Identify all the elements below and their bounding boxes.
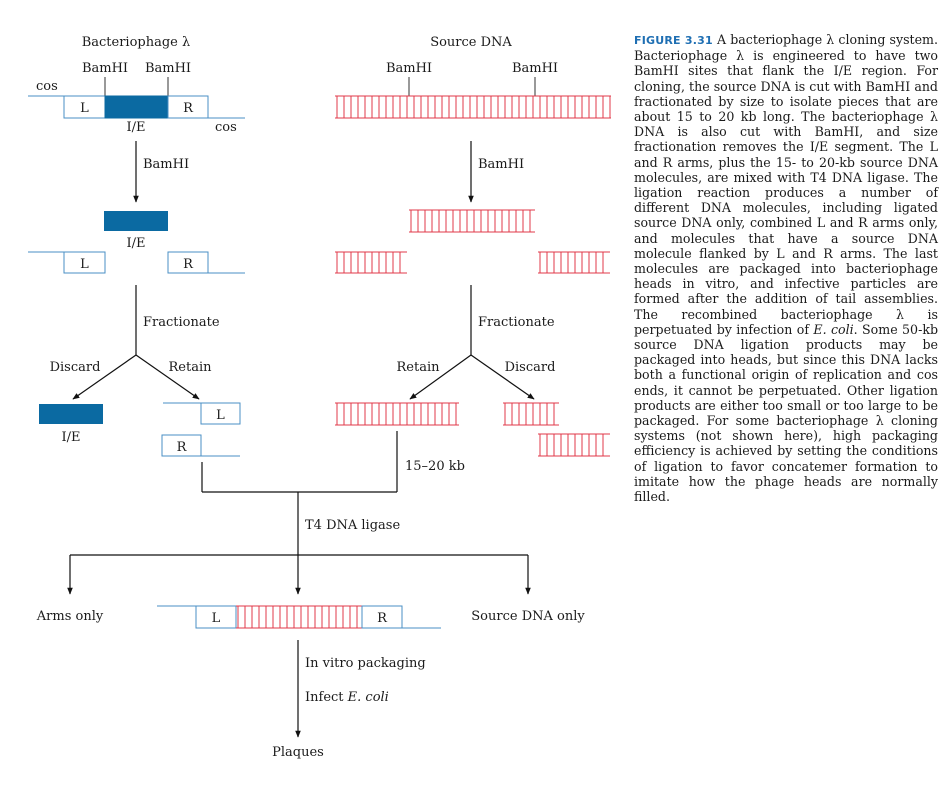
recombinant-insert (236, 605, 362, 629)
cut-right-arm-label: R (183, 257, 194, 272)
ie-fragment (104, 211, 168, 231)
cloning-diagram: Bacteriophage λ BamHI BamHI cos cos L R … (28, 35, 611, 760)
infect-prefix: Infect (305, 690, 348, 705)
plaques-label: Plaques (272, 745, 324, 760)
source-only-label: Source DNA only (471, 609, 585, 624)
arms-only-label: Arms only (36, 609, 104, 624)
phage-title: Bacteriophage λ (82, 35, 191, 50)
left-arm-label: L (80, 101, 89, 116)
source-title: Source DNA (430, 35, 512, 50)
source-right-fragment (538, 251, 610, 274)
bamhi-source-label-2: BamHI (512, 61, 558, 76)
cut-arms: L R (28, 251, 245, 274)
lambda-genome: L R (28, 95, 245, 119)
right-arm-label: R (183, 101, 194, 116)
fractionate-label-right: Fractionate (478, 315, 555, 330)
retain-label-right: Retain (397, 360, 441, 375)
infect-label: Infect E. coli (305, 690, 389, 705)
recombinant-left-label: L (212, 611, 221, 626)
ie-region-box (104, 95, 169, 119)
discard-label-right: Discard (505, 360, 556, 375)
retained-right-arm-label: R (177, 440, 188, 455)
discarded-ie-fragment (39, 404, 103, 424)
ligase-label: T4 DNA ligase (305, 518, 400, 533)
ie-fragment-label: I/E (126, 236, 145, 251)
source-dna-full (335, 95, 611, 119)
cos-left-label: cos (36, 79, 58, 94)
bamhi-step-right: BamHI (478, 157, 524, 172)
ie-label: I/E (126, 120, 145, 135)
recombinant-molecule: L R (157, 605, 441, 629)
caption-text-2: . Some 50-kb source DNA ligation product… (634, 321, 939, 505)
packaging-label: In vitro packaging (305, 656, 426, 671)
source-middle-fragment (409, 209, 535, 233)
source-left-fragment (335, 251, 407, 274)
retained-arms: L R (161, 402, 241, 457)
retained-left-arm-label: L (216, 408, 225, 423)
discarded-ie-label: I/E (61, 430, 80, 445)
bamhi-source-label-1: BamHI (386, 61, 432, 76)
bamhi-left-label-1: BamHI (82, 61, 128, 76)
cut-left-arm-label: L (80, 257, 89, 272)
right-arm-box (167, 95, 209, 119)
discarded-source-fragment-2 (538, 433, 610, 457)
retain-label-left: Retain (169, 360, 213, 375)
retained-source-fragment (335, 402, 459, 426)
size-range-label: 15–20 kb (405, 459, 465, 474)
discard-arrow-left (72, 354, 137, 400)
discarded-source-fragment-1 (503, 402, 559, 426)
caption-text-1: A bacteriophage λ cloning system. Bacter… (634, 32, 939, 337)
figure-label: FIGURE 3.31 (634, 34, 713, 47)
discard-label-left: Discard (50, 360, 101, 375)
fractionate-label-left: Fractionate (143, 315, 220, 330)
discard-arrow-right (470, 354, 535, 400)
bamhi-left-label-2: BamHI (145, 61, 191, 76)
bamhi-step-left: BamHI (143, 157, 189, 172)
recombinant-left-arm (195, 605, 237, 629)
retain-arrow-left (135, 354, 200, 400)
recombinant-right-arm (361, 605, 403, 629)
cos-right-label: cos (215, 120, 237, 135)
recombinant-right-label: R (377, 611, 388, 626)
figure-caption: FIGURE 3.31 A bacteriophage λ cloning sy… (634, 32, 938, 504)
caption-organism: E. coli (813, 321, 854, 337)
infect-organism: E. coli (347, 690, 389, 705)
retain-arrow-right (409, 354, 472, 400)
